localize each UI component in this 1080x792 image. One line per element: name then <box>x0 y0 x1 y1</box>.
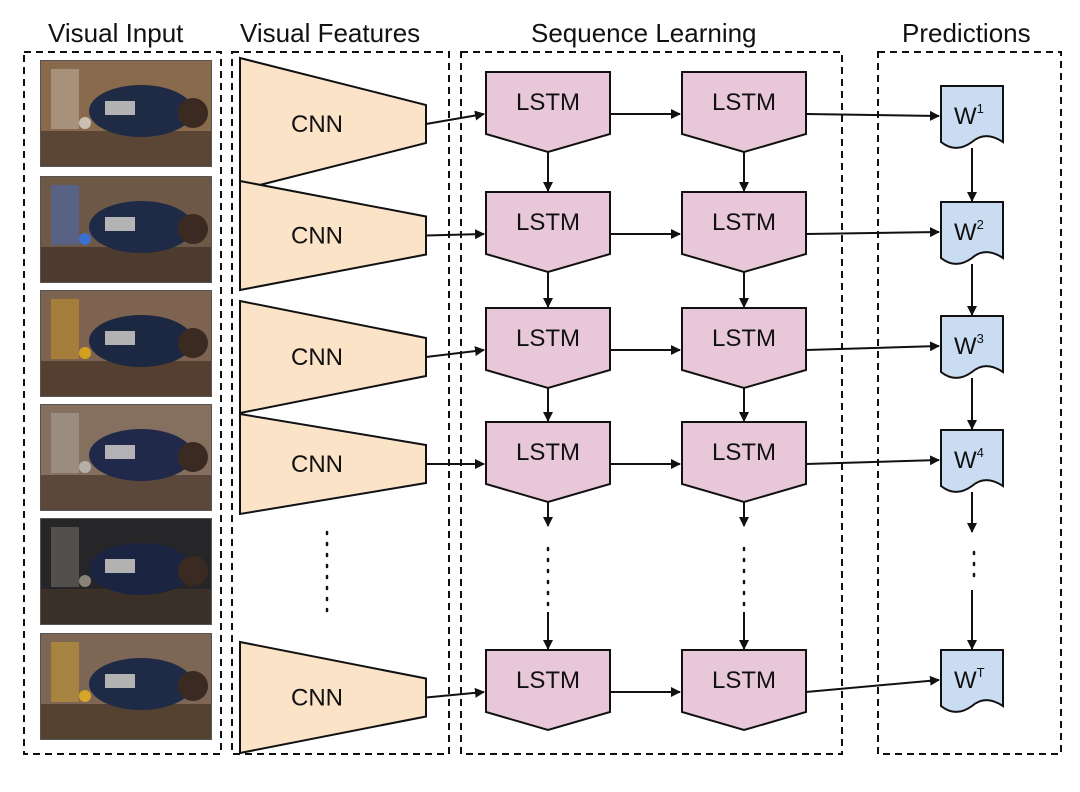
video-frame-3 <box>40 290 212 397</box>
cnn-label-3: CNN <box>291 344 343 371</box>
cnn-block-1 <box>239 56 427 192</box>
lstm-cell-4-2 <box>681 421 807 504</box>
prediction-word-5 <box>940 649 1004 713</box>
title-predictions: Predictions <box>902 18 1031 48</box>
lstm-label-3-2: LSTM <box>712 325 776 352</box>
lstm-label-4-1: LSTM <box>516 439 580 466</box>
cnn-label-5: CNN <box>291 685 343 712</box>
flow-arrow-2 <box>425 229 485 240</box>
lstm-label-1-2: LSTM <box>712 89 776 116</box>
flow-arrow-11 <box>805 110 940 121</box>
prediction-label-2: W2 <box>954 217 984 246</box>
video-frame-4 <box>40 404 212 511</box>
prediction-word-2 <box>940 201 1004 265</box>
prediction-word-1 <box>940 85 1004 149</box>
flow-arrow-12 <box>805 227 940 238</box>
prediction-label-1: W1 <box>954 101 984 130</box>
prediction-label-5: WT <box>954 665 985 694</box>
lstm-label-2-2: LSTM <box>712 209 776 236</box>
lstm-cell-1-1 <box>485 71 611 154</box>
lstm-cell-2-2 <box>681 191 807 274</box>
visual-features-group-box <box>231 51 450 755</box>
lstm-label-1-1: LSTM <box>516 89 580 116</box>
title-visual-features: Visual Features <box>240 18 421 48</box>
cnn-label-4: CNN <box>291 451 343 478</box>
video-frame-5 <box>40 518 212 625</box>
title-sequence-learning: Sequence Learning <box>531 18 757 48</box>
video-frame-2 <box>40 176 212 283</box>
video-frame-1 <box>40 60 212 167</box>
lstm-label-3-1: LSTM <box>516 325 580 352</box>
flow-arrow-14 <box>805 455 940 466</box>
flow-arrow-13 <box>805 341 940 352</box>
lstm-cell-3-1 <box>485 307 611 390</box>
lstm-cell-3-2 <box>681 307 807 390</box>
predictions-group-box <box>877 51 1062 755</box>
cnn-block-4 <box>239 412 427 516</box>
lstm-label-4-2: LSTM <box>712 439 776 466</box>
cnn-block-3 <box>239 299 427 415</box>
flow-arrow-15 <box>805 675 940 693</box>
lstm-cell-4-1 <box>485 421 611 504</box>
lstm-cell-5-1 <box>485 649 611 732</box>
prediction-label-4: W4 <box>954 445 984 474</box>
lstm-label-5-2: LSTM <box>712 667 776 694</box>
lstm-cell-5-2 <box>681 649 807 732</box>
prediction-label-3: W3 <box>954 331 984 360</box>
flow-arrow-3 <box>425 346 485 358</box>
sequence-learning-group-box <box>460 51 843 755</box>
cnn-label-1: CNN <box>291 111 343 138</box>
flow-arrow-1 <box>425 110 485 125</box>
cnn-block-2 <box>239 179 427 292</box>
video-frame-6 <box>40 633 212 740</box>
lstm-cell-1-2 <box>681 71 807 154</box>
cnn-label-2: CNN <box>291 223 343 250</box>
title-visual-input: Visual Input <box>48 18 184 48</box>
flow-arrow-5 <box>425 687 485 699</box>
lstm-label-5-1: LSTM <box>516 667 580 694</box>
prediction-word-3 <box>940 315 1004 379</box>
cnn-block-5 <box>239 640 427 755</box>
prediction-word-4 <box>940 429 1004 493</box>
lstm-cell-2-1 <box>485 191 611 274</box>
lstm-label-2-1: LSTM <box>516 209 580 236</box>
